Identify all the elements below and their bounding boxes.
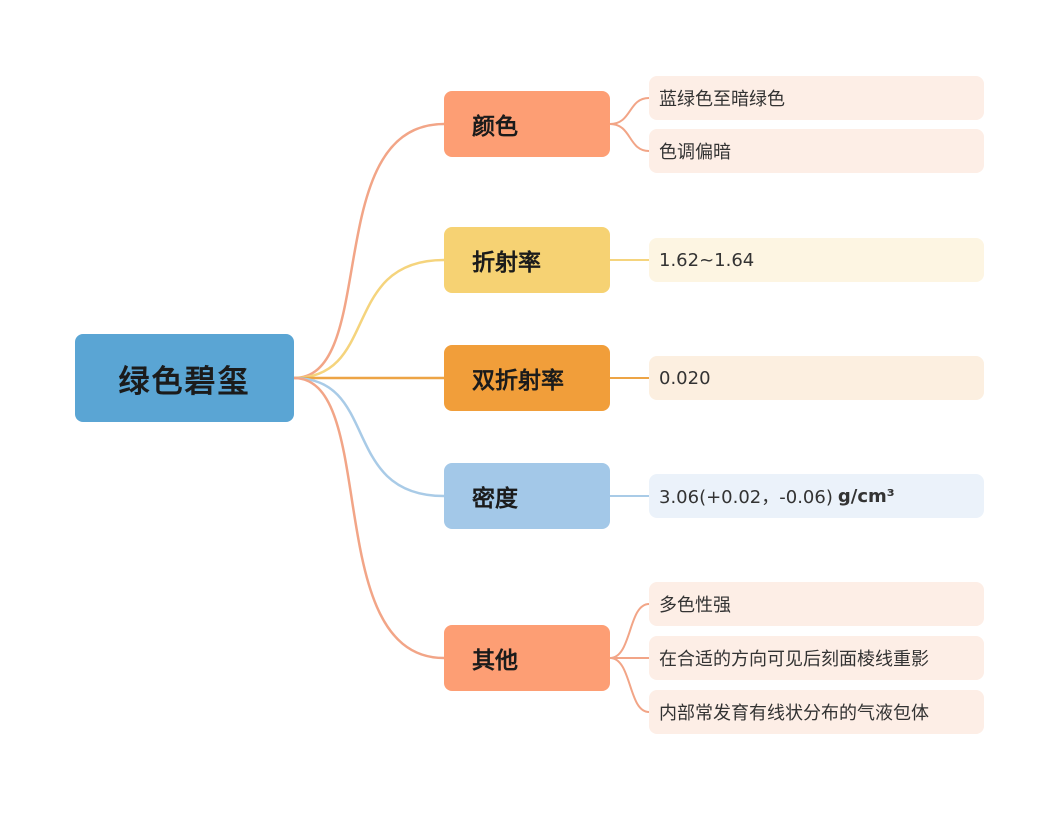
branch-color: 颜色	[444, 91, 610, 157]
leaf-color-2: 色调偏暗	[649, 129, 984, 173]
leaf-refractive-index: 1.62~1.64	[649, 238, 984, 282]
leaf-other-1: 多色性强	[649, 582, 984, 626]
branch-birefringence: 双折射率	[444, 345, 610, 411]
leaf-color-1: 蓝绿色至暗绿色	[649, 76, 984, 120]
density-unit: g/cm³	[837, 485, 895, 507]
connector-root-density	[293, 376, 445, 498]
connector-root-color	[293, 122, 445, 380]
leaf-density: 3.06(+0.02，-0.06) g/cm³	[649, 474, 984, 518]
branch-density: 密度	[444, 463, 610, 529]
leaf-other-3: 内部常发育有线状分布的气液包体	[649, 690, 984, 734]
root-node: 绿色碧玺	[75, 334, 294, 422]
density-value: 3.06(+0.02，-0.06)	[659, 487, 833, 508]
leaf-birefringence: 0.020	[649, 356, 984, 400]
connector-color-leaf-2	[609, 123, 650, 152]
connector-other-leaf-3	[609, 657, 650, 713]
branch-other: 其他	[444, 625, 610, 691]
connector-color-leaf-1	[609, 97, 650, 125]
connector-root-refractive-index	[293, 258, 445, 380]
leaf-other-2: 在合适的方向可见后刻面棱线重影	[649, 636, 984, 680]
connector-other-leaf-1	[609, 603, 650, 659]
branch-refractive-index: 折射率	[444, 227, 610, 293]
connector-root-other	[293, 376, 445, 660]
